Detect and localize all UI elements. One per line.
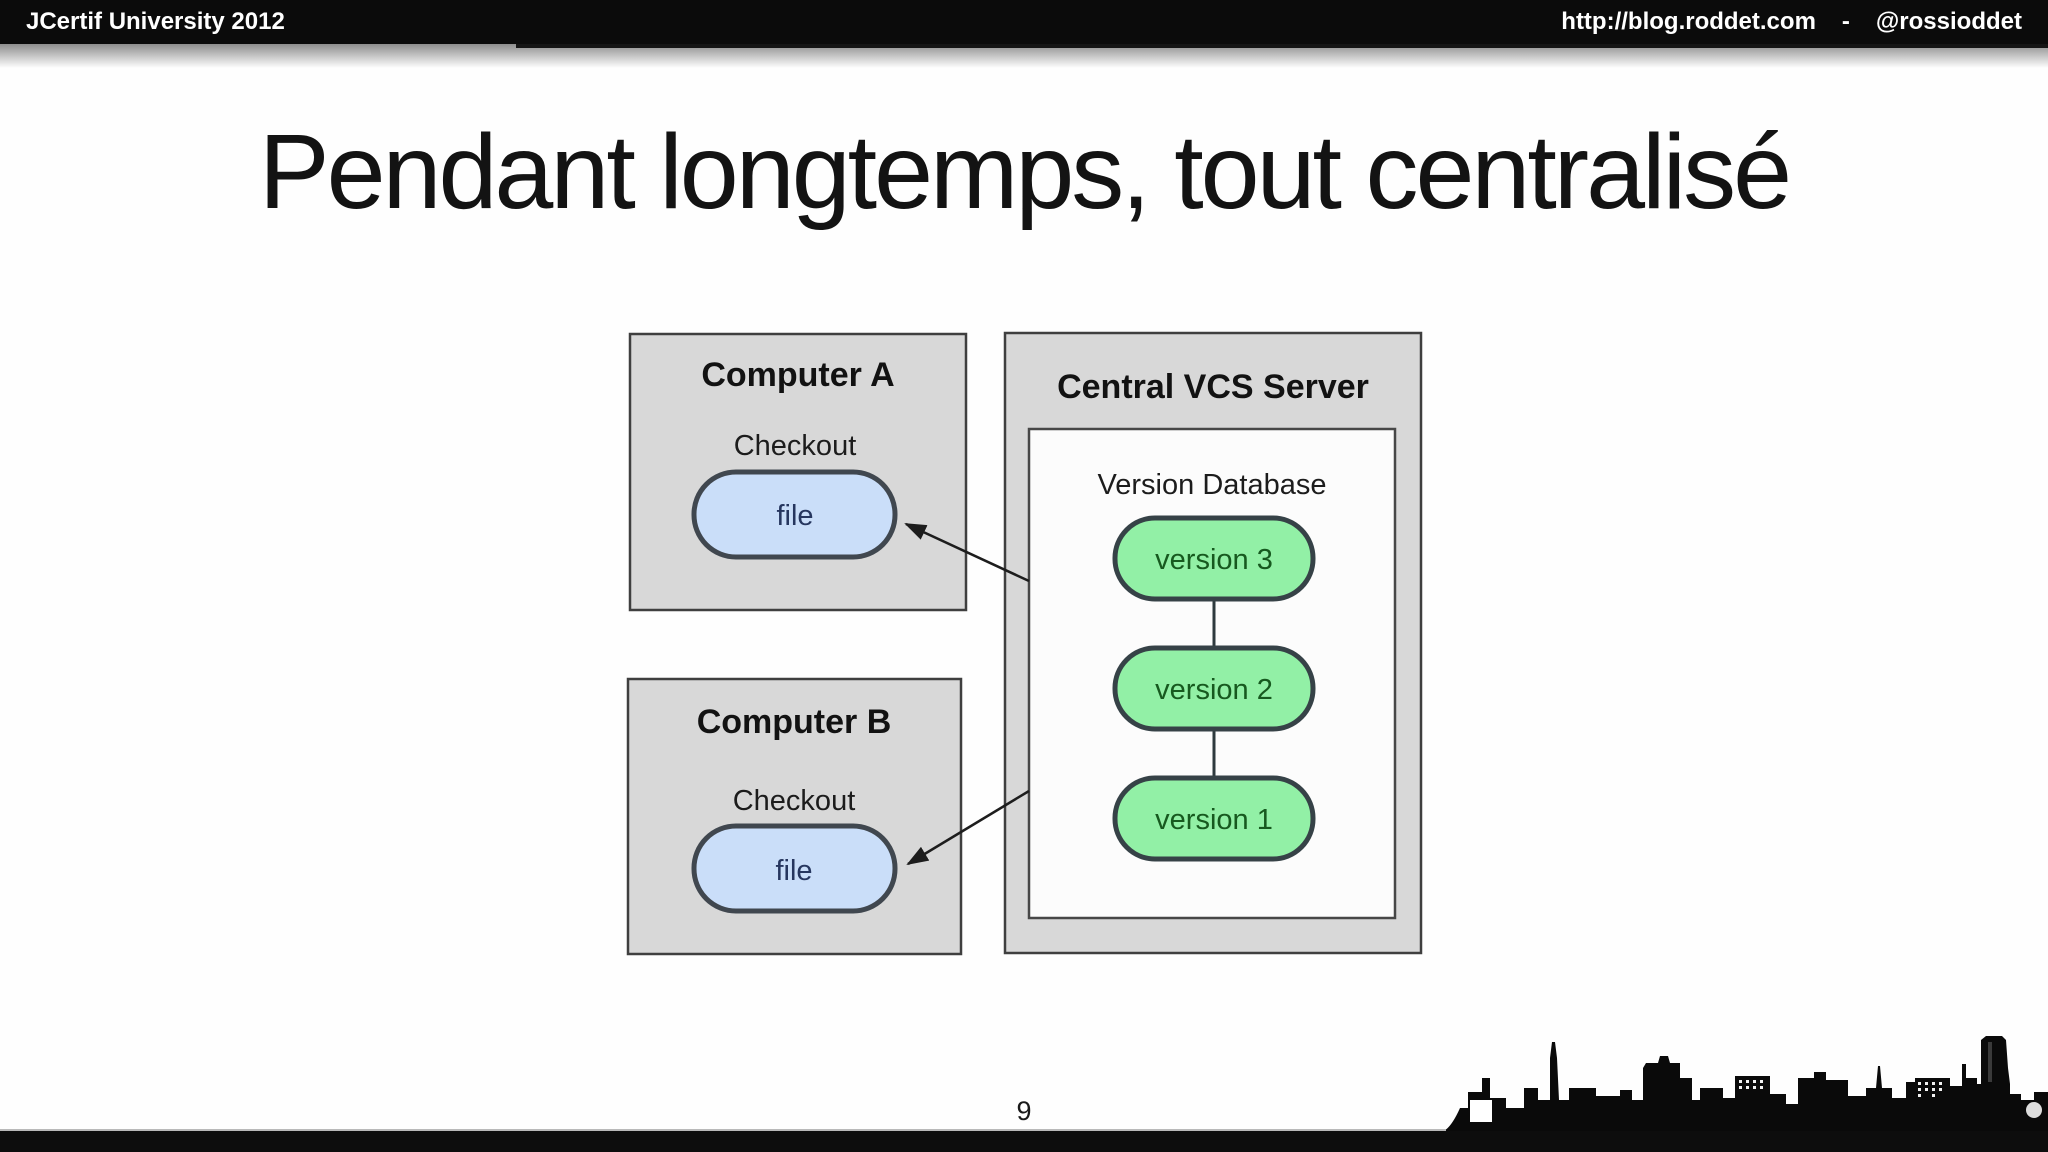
header-separator: -	[1841, 8, 1850, 35]
header-twitter-handle: @rossioddet	[1875, 8, 2022, 35]
header-shadow	[0, 44, 2048, 68]
city-skyline-image	[1446, 1036, 2048, 1131]
skyline-silhouette	[1460, 1036, 2048, 1131]
version-2-label: version 2	[1155, 674, 1273, 706]
header-event-title: JCertif University 2012	[26, 8, 285, 35]
version-database-label: Version Database	[1098, 469, 1327, 501]
header-bar-step	[516, 44, 2048, 48]
computer-b-checkout-label: Checkout	[733, 785, 856, 817]
arrow-server-to-computer-a	[904, 522, 1030, 583]
computer-a-box	[628, 332, 968, 612]
version-3-label: version 3	[1155, 544, 1273, 576]
version-3-pill	[1112, 515, 1316, 602]
computer-a-title: Computer A	[701, 356, 894, 394]
header-blog-url: http://blog.roddet.com	[1561, 8, 1816, 35]
version-2-pill	[1112, 645, 1316, 732]
footer-bar	[0, 1129, 2048, 1152]
central-vcs-server-title: Central VCS Server	[1057, 368, 1369, 406]
computer-a-file-pill	[691, 469, 898, 560]
computer-a-checkout-label: Checkout	[734, 430, 857, 462]
computer-a-group: Computer A Checkout file	[628, 332, 968, 612]
computer-b-file-pill	[691, 823, 898, 914]
skyline-windows	[1739, 1042, 1992, 1097]
computer-b-file-label: file	[775, 855, 812, 887]
header-bar: JCertif University 2012 http://blog.rodd…	[0, 0, 2048, 44]
slide-title: Pendant longtemps, tout centralisé	[258, 113, 1792, 231]
page-number: 9	[1016, 1096, 1032, 1126]
computer-b-group: Computer B Checkout file	[626, 677, 963, 956]
version-1-label: version 1	[1155, 804, 1273, 836]
computer-a-file-label: file	[776, 500, 813, 532]
central-vcs-server-group: Central VCS Server Version Database vers…	[1003, 331, 1423, 955]
version-1-pill	[1112, 775, 1316, 862]
computer-b-title: Computer B	[697, 703, 892, 741]
skyline-tank	[2026, 1102, 2042, 1118]
header-right-group: http://blog.roddet.com - @rossioddet	[1561, 8, 2022, 36]
arrow-server-to-computer-b	[906, 789, 1030, 866]
skyline-gap	[1470, 1100, 1492, 1122]
